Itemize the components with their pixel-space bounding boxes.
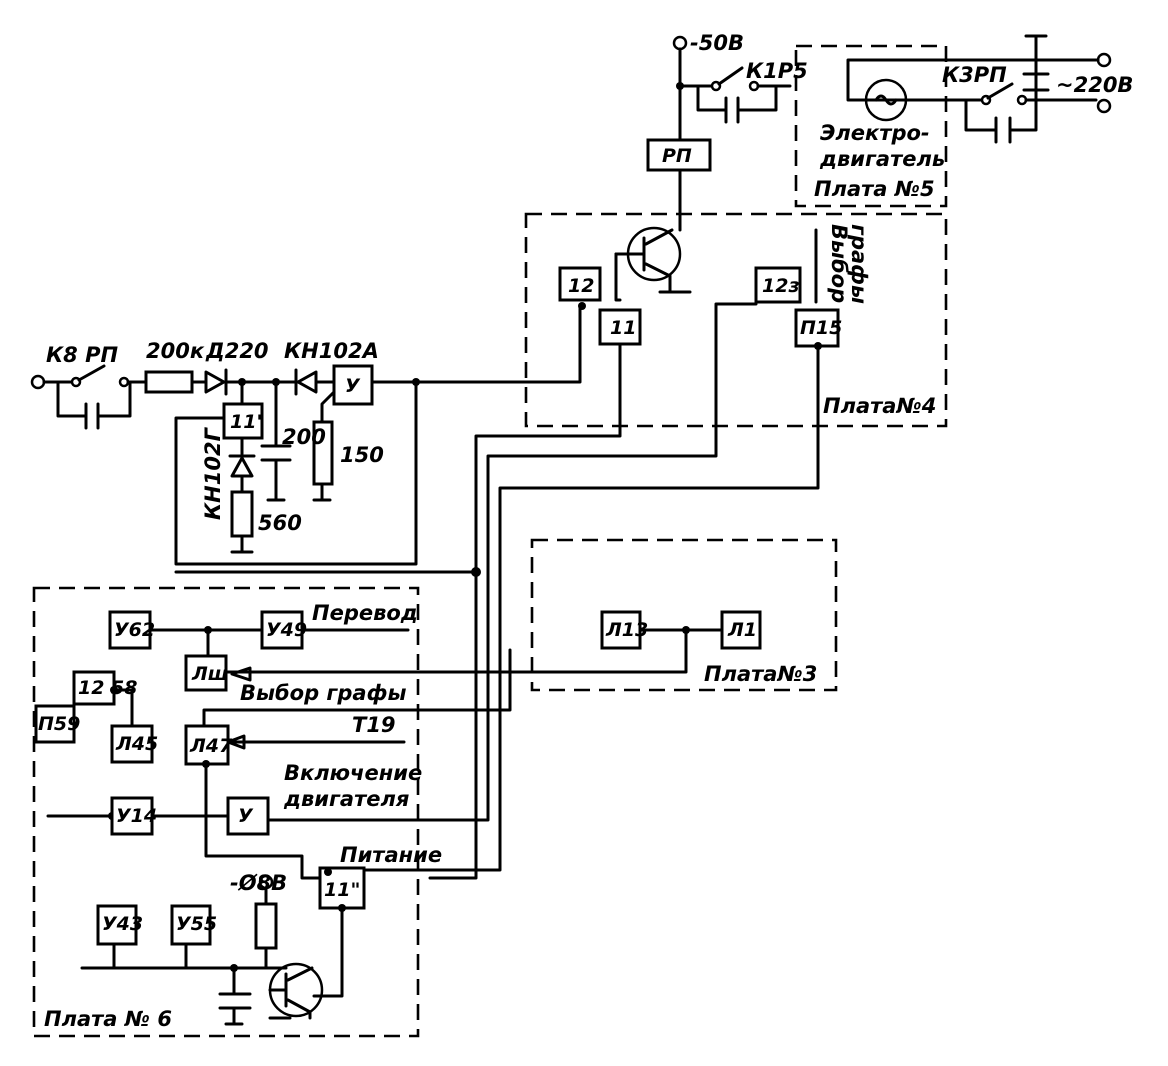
block-u14 (110, 796, 154, 836)
resistor-200k (144, 370, 194, 394)
board-4-blocks: 12 11 12з П15 (558, 228, 842, 350)
board-3-blocks: Л13 Л1 (600, 610, 762, 650)
signal-pitanie: Питание (340, 843, 442, 867)
svg-text:У49: У49 (266, 619, 307, 641)
motor-label-1: Электро- (820, 121, 930, 145)
contact-k3-label: К3РП (942, 63, 1007, 87)
d220-label: Д220 (205, 339, 269, 363)
vybor-grafy-vertical-2: графы (847, 224, 871, 304)
svg-text:Л47: Л47 (189, 735, 233, 757)
terminal-220v-b (1096, 98, 1112, 114)
relay-supply-section: РП (614, 35, 792, 302)
board-5-label: Плата №5 (814, 177, 935, 201)
board-4-label: Плата№4 (823, 394, 936, 418)
block-12 (558, 266, 602, 302)
signal-vybor-grafy: Выбор графы (240, 681, 406, 705)
board-4-outline (524, 212, 948, 428)
svg-text:11': 11' (230, 411, 262, 433)
motor-circuit (846, 34, 1112, 144)
signal-t19: Т19 (352, 713, 396, 737)
supply-220v-label: ~220В (1056, 73, 1133, 97)
svg-text:У: У (238, 805, 254, 827)
rp-relay-label: РП (662, 145, 692, 167)
svg-text:У62: У62 (114, 619, 155, 641)
resistor-560 (230, 490, 254, 538)
block-12-3 (754, 266, 802, 304)
svg-text:Л1: Л1 (727, 619, 757, 641)
svg-text:У55: У55 (176, 913, 217, 935)
terminal-50v (672, 35, 688, 51)
amplifier-u (332, 364, 374, 406)
svg-text:П59: П59 (38, 713, 80, 735)
block-u62 (108, 610, 152, 650)
resistor-8v (254, 902, 278, 950)
board-5-outline (794, 44, 948, 208)
block-p15 (794, 308, 840, 348)
terminal-k8 (30, 374, 46, 390)
svg-text:П15: П15 (800, 317, 842, 339)
input-chain: У 11' (30, 304, 582, 577)
board-6-blocks: У62 У49 Лш 12 58 П59 Л45 Л47 У14 У 11" (34, 610, 410, 1026)
svg-text:12з: 12з (762, 275, 799, 297)
block-u43 (96, 904, 138, 946)
svg-text:11: 11 (610, 317, 636, 339)
r200k-label: 200к (146, 339, 205, 363)
svg-text:У14: У14 (116, 805, 157, 827)
block-u55 (170, 904, 212, 946)
block-p59 (34, 704, 76, 744)
svg-text:Лш: Лш (191, 663, 228, 685)
kn102a-label: КН102А (284, 339, 379, 363)
contact-k1-label: К1Р5 (746, 59, 808, 83)
signal-vkl-line1: Включение (284, 761, 422, 785)
diode-kn102g (228, 454, 256, 478)
block-u-b6 (226, 796, 270, 836)
board-6-outline (32, 586, 420, 1038)
c200-label: 200 (282, 425, 326, 449)
r150-label: 150 (340, 443, 384, 467)
svg-text:У: У (345, 375, 361, 397)
signal-vkl-line2: двигателя (283, 787, 409, 811)
board-outlines (32, 44, 948, 1038)
terminal-220v-a (1096, 52, 1112, 68)
diode-d220 (204, 368, 228, 396)
signal-perevod: Перевод (312, 601, 418, 625)
board-3-outline (530, 538, 838, 692)
svg-text:12: 12 (568, 275, 594, 297)
diode-kn102a (294, 368, 318, 396)
board-6-label: Плата № 6 (44, 1007, 172, 1031)
k1-capacitor (724, 96, 740, 124)
block-l-out (184, 654, 228, 692)
vybor-grafy-vertical-1: Выбор (827, 224, 851, 303)
capacitor-200 (260, 380, 292, 502)
supply-50v-label: -50В (690, 31, 744, 55)
supply-8v-label: -Ø8В (230, 871, 287, 895)
svg-text:11": 11" (324, 879, 360, 901)
svg-text:12 58: 12 58 (78, 677, 138, 699)
block-l13 (600, 610, 642, 650)
r560-label: 560 (258, 511, 302, 535)
interboard-wiring (202, 302, 820, 880)
block-l45 (110, 724, 154, 764)
kn102g-label: КН102Г (201, 426, 225, 520)
svg-text:Л13: Л13 (605, 619, 648, 641)
svg-text:У43: У43 (102, 913, 143, 935)
motor-label-2: двигатель (819, 147, 945, 171)
svg-text:Л45: Л45 (115, 733, 158, 755)
board-3-label: Плата№3 (704, 662, 817, 686)
contact-k8-label: К8 РП (46, 343, 118, 367)
